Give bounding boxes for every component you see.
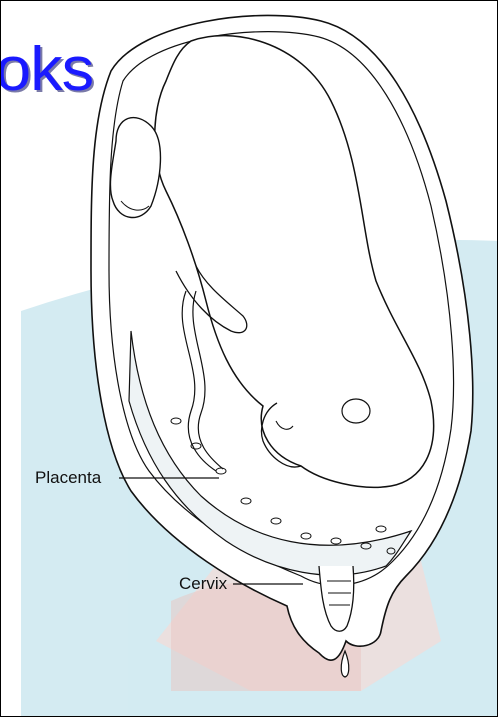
- fetus-feet: [110, 118, 160, 218]
- cervix-label: Cervix: [179, 574, 227, 594]
- placenta-label: Placenta: [35, 468, 101, 488]
